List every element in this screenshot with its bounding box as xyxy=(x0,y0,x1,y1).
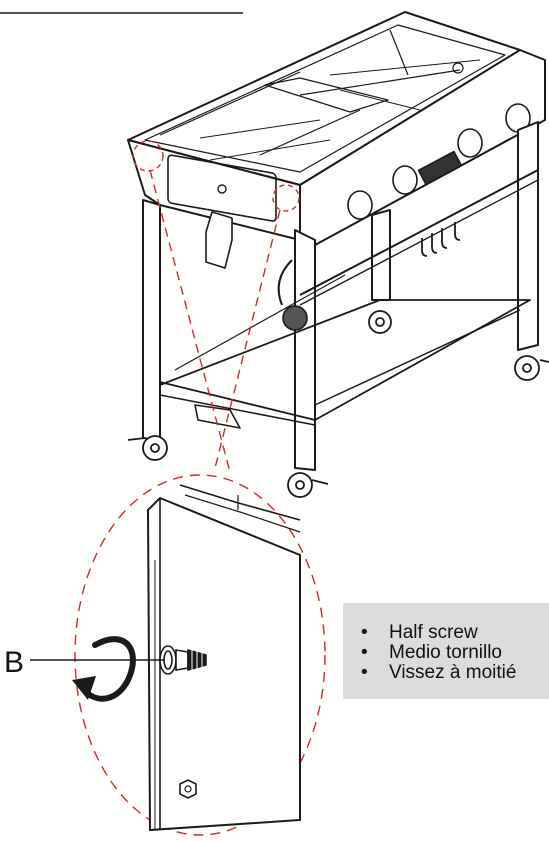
instruction-list: •Half screw •Medio tornillo •Vissez à mo… xyxy=(343,623,516,683)
instruction-item-en: •Half screw xyxy=(361,622,478,643)
target-marker-right xyxy=(272,184,300,212)
zoom-detail-content xyxy=(146,484,301,832)
utensil-hooks xyxy=(421,222,461,257)
clockwise-arrow-icon xyxy=(72,636,136,702)
bottom-shelf xyxy=(159,299,531,421)
bullet-icon: • xyxy=(361,662,368,683)
callout-label-b: B xyxy=(4,646,24,679)
target-marker-left xyxy=(132,140,164,172)
control-knobs xyxy=(347,103,531,220)
hex-nut-icon xyxy=(179,779,197,799)
access-panel xyxy=(167,154,277,222)
leader-line-left xyxy=(149,169,231,473)
bullet-icon: • xyxy=(361,642,368,663)
bolt-icon xyxy=(159,645,207,675)
regulator-valve xyxy=(282,305,308,331)
caster-wheels xyxy=(127,310,549,498)
leader-line-right xyxy=(213,209,281,473)
instruction-item-fr: •Vissez à moitié xyxy=(361,662,517,683)
instruction-panel: •Half screw •Medio tornillo •Vissez à mo… xyxy=(343,603,549,699)
grease-cup xyxy=(205,211,233,269)
zoom-detail-oval xyxy=(74,474,326,836)
griddle-cart-illustration xyxy=(127,11,549,498)
bottle-opener xyxy=(194,404,241,429)
bullet-icon: • xyxy=(361,622,368,643)
instruction-item-es: •Medio tornillo xyxy=(361,642,502,663)
